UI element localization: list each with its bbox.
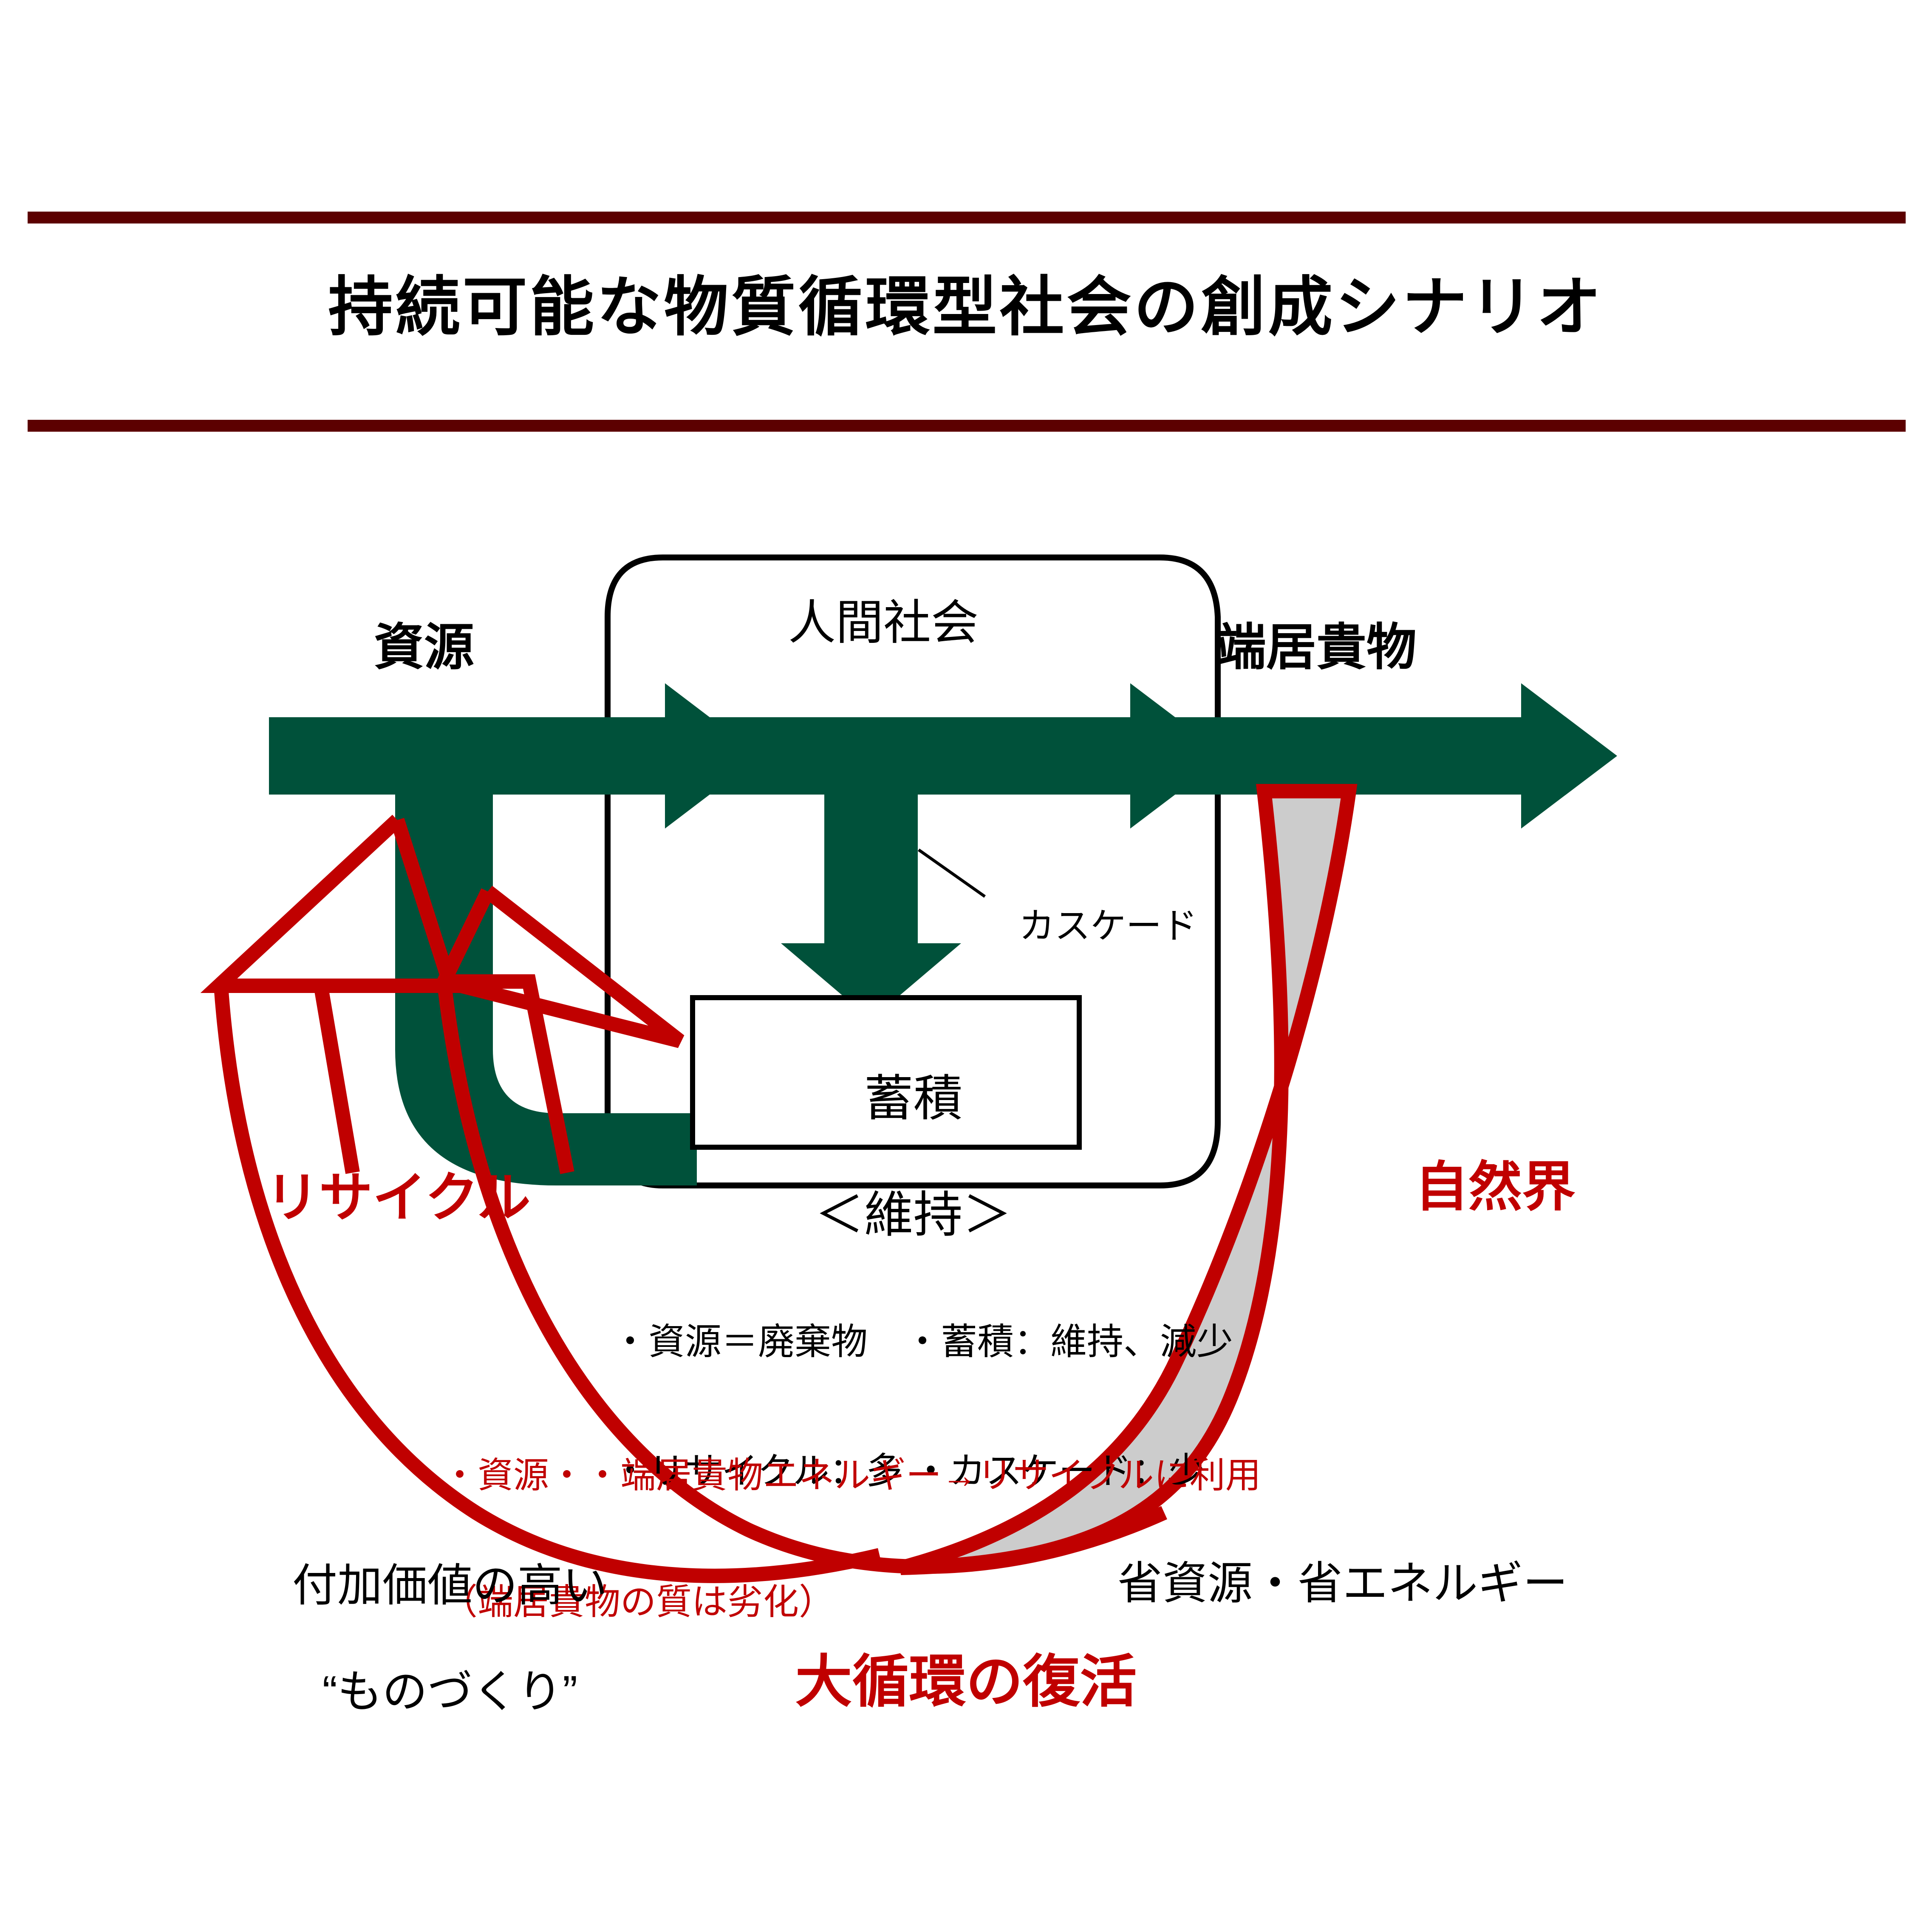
society-internal-trunk	[395, 795, 697, 1185]
label-monozukuri-line2: “ものづくり”	[322, 1667, 578, 1717]
recycle-arrowhead-right	[442, 885, 685, 1048]
page-title: 持続可能な物質循環型社会の創成シナリオ	[328, 271, 1604, 343]
label-waste: 端居貴物	[1216, 619, 1417, 676]
cascade-leader-line	[917, 849, 986, 898]
label-resource-energy-saving: 省資源・省エネルギー	[1117, 1559, 1568, 1609]
red-note-line-1: ・資源・・端居貴物エネルギー→リサイクルに利用	[442, 1455, 1261, 1496]
cascade-down-arrow	[781, 795, 961, 1020]
label-stock-line1: 蓄積	[864, 1070, 963, 1126]
human-society-boundary	[605, 554, 1221, 1188]
recycle-inner-curve	[437, 981, 1167, 1574]
label-recycle: リサイクル	[266, 1168, 531, 1228]
label-resource: 資源	[374, 619, 475, 676]
bottom-title: 大循環の復活	[795, 1650, 1137, 1714]
title-rule-top	[28, 212, 1906, 223]
label-nature: 自然界	[1415, 1157, 1576, 1217]
recycle-outer-curve	[214, 985, 881, 1583]
note-line-1: ・資源＝廃棄物 ・蓄積：維持、減少	[612, 1321, 1233, 1362]
red-note-line-2: （端居貴物の質は劣化）	[442, 1581, 835, 1622]
label-human-society: 人間社会	[788, 596, 979, 649]
red-notes-block: ・資源・・端居貴物エネルギー→リサイクルに利用 （端居貴物の質は劣化）	[442, 1370, 1261, 1707]
label-stock: 蓄積 ＜維持＞	[693, 1011, 1079, 1302]
label-monozukuri: 付加価値の高い “ものづくり”	[212, 1506, 637, 1772]
label-cascade: カスケード	[1019, 906, 1198, 946]
note-line-2: ・リサイクル：多 ・カスケード：少	[612, 1451, 1205, 1492]
label-monozukuri-line1: 付加価値の高い	[292, 1561, 608, 1611]
label-stock-line2: ＜維持＞	[815, 1187, 1012, 1242]
society-flow-block	[1028, 717, 1218, 795]
notes-block: ・資源＝廃棄物 ・蓄積：維持、減少 ・リサイクル：多 ・カスケード：少	[612, 1234, 1233, 1579]
stock-box	[690, 995, 1082, 1150]
title-rule-bottom	[28, 420, 1906, 432]
recycle-arrow-outline-right	[432, 888, 574, 1174]
